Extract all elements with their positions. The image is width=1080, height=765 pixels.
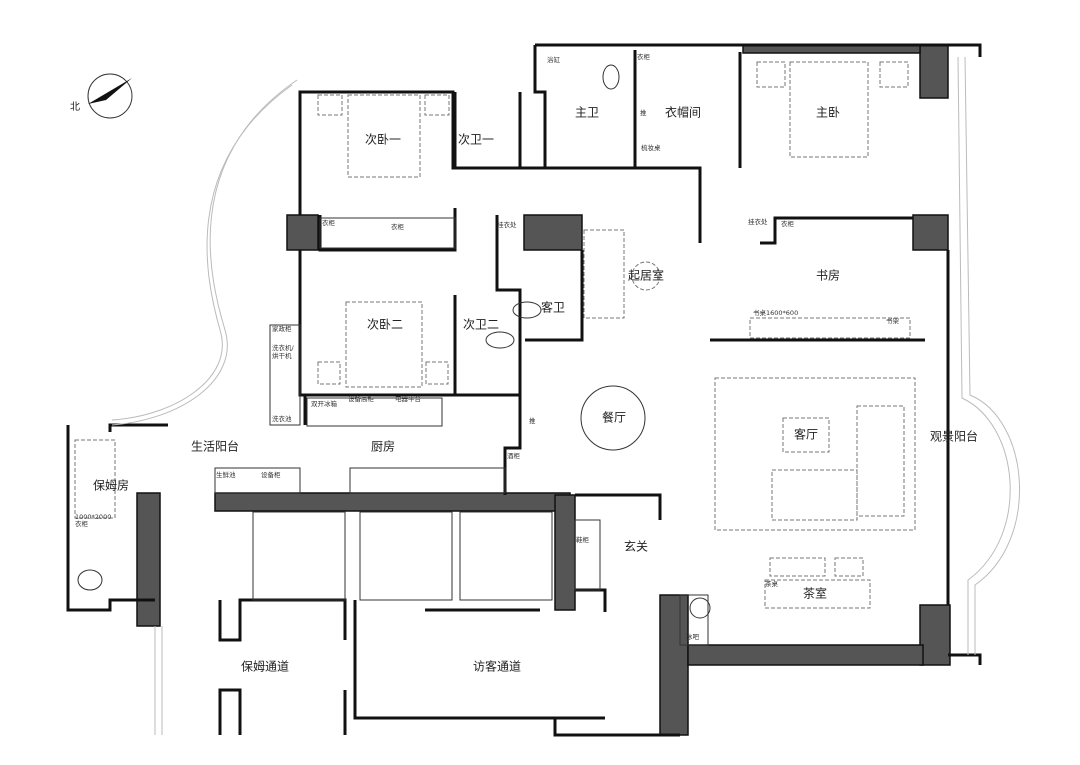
room-study: 书房 — [816, 268, 840, 283]
label-equipment-cabinet: 设备柜 — [261, 470, 281, 479]
label-washer: 洗衣机/ — [272, 343, 295, 352]
room-living: 客厅 — [794, 427, 818, 442]
label-bookshelf: 书架 — [886, 316, 900, 325]
room-second-bath-1: 次卫一 — [458, 133, 494, 147]
room-service-balcony: 生活阳台 — [191, 439, 239, 454]
label-bed-size: 1000*2000 — [75, 513, 111, 521]
balcony-outlines — [111, 56, 1021, 735]
room-guest-bath: 客卫 — [541, 300, 565, 315]
label-fridge: 双开冰箱 — [311, 399, 338, 408]
room-guest-passage: 访客通道 — [473, 659, 521, 674]
north-label: 北 — [70, 101, 80, 113]
room-master-bedroom: 主卧 — [816, 106, 840, 120]
label-appliance-counter: 电器平台 — [395, 394, 421, 403]
label-closet: 衣柜 — [781, 219, 795, 228]
room-second-bedroom-2: 次卧二 — [367, 318, 403, 332]
room-foyer: 玄关 — [624, 539, 648, 554]
label-shoe-cabinet: 鞋柜 — [576, 535, 590, 544]
room-master-bath: 主卫 — [575, 106, 599, 120]
room-nanny: 保姆房 — [93, 478, 129, 493]
label-wine-bar: 冰吧 — [686, 632, 700, 641]
label-tall-cabinet: 设备高柜 — [348, 394, 375, 403]
label-push: 推 — [640, 108, 647, 117]
label-desk: 书桌1600*600 — [753, 308, 798, 317]
structural-columns — [136, 44, 951, 736]
label-hanging: 挂衣处 — [497, 220, 517, 229]
label-push: 推 — [529, 416, 536, 425]
label-vanity: 梳妆桌 — [641, 143, 661, 152]
room-kitchen: 厨房 — [371, 439, 395, 454]
label-hanging: 挂衣处 — [748, 217, 768, 226]
label-laundry-sink: 洗衣池 — [272, 414, 292, 423]
furniture — [74, 61, 916, 646]
label-fresh-sink: 生鲜池 — [216, 470, 236, 479]
label-bathtub: 浴缸 — [547, 55, 561, 64]
room-view-balcony: 观景阳台 — [930, 429, 978, 444]
label-housekeeping: 家政柜 — [272, 324, 292, 333]
room-dining: 餐厅 — [602, 410, 626, 425]
label-closet: 衣柜 — [75, 519, 89, 528]
room-second-bedroom-1: 次卧一 — [365, 133, 401, 147]
fixture-labels: 浴缸 衣柜 推 梳妆桌 挂衣处 衣柜 书桌1600*600 书架 衣柜 衣柜 挂… — [75, 52, 900, 641]
label-dryer: 烘干机 — [272, 351, 292, 360]
room-nanny-passage: 保姆通道 — [241, 660, 289, 674]
label-closet: 衣柜 — [322, 218, 336, 227]
room-walk-in-closet: 衣帽间 — [665, 105, 701, 120]
label-closet: 衣柜 — [637, 52, 651, 61]
room-living-upper: 起居室 — [628, 268, 664, 283]
room-tea: 茶室 — [803, 586, 827, 601]
compass-icon — [87, 73, 133, 119]
label-tea-table: 茶桌 — [765, 579, 779, 588]
room-labels: 次卧一 次卫一 主卫 衣帽间 主卧 起居室 书房 客卫 次卧二 次卫二 餐厅 客… — [93, 105, 978, 674]
label-closet: 衣柜 — [391, 222, 405, 231]
label-wine-cabinet: 酒柜 — [507, 451, 521, 460]
room-second-bath-2: 次卫二 — [463, 318, 499, 332]
